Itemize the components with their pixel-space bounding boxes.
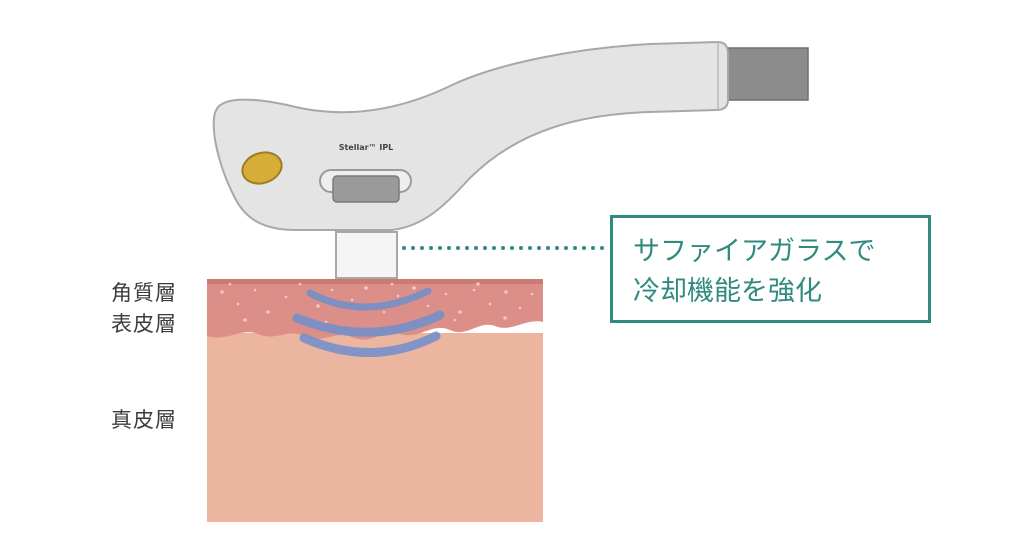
cable-plug xyxy=(727,47,809,101)
cell-dot xyxy=(396,294,400,298)
cell-dot xyxy=(503,316,507,320)
cell-dot xyxy=(220,290,224,294)
sapphire-glass-callout: サファイアガラスで 冷却機能を強化 xyxy=(610,215,931,323)
callout-line-2: 冷却機能を強化 xyxy=(633,276,822,307)
cell-dot xyxy=(476,282,480,286)
cell-dot xyxy=(284,295,288,299)
brand-label: Stellar™ IPL xyxy=(339,143,394,152)
cell-dot xyxy=(364,286,368,290)
sapphire-glass-tip xyxy=(335,231,398,279)
stratum-corneum-layer xyxy=(207,279,543,284)
cell-dot xyxy=(472,288,476,292)
wave-arc-3 xyxy=(299,331,441,357)
dermis-label: 真皮層 xyxy=(111,408,177,432)
cell-dot xyxy=(350,298,354,302)
cell-dot xyxy=(453,318,457,322)
cell-dot xyxy=(488,302,492,306)
dermis-layer xyxy=(207,333,543,522)
wave-arc-2 xyxy=(292,310,445,337)
cell-dot xyxy=(412,286,416,290)
lamp-window xyxy=(332,175,400,203)
callout-line-1: サファイアガラスで xyxy=(633,236,876,267)
cell-dot xyxy=(458,310,462,314)
cell-dot xyxy=(266,310,270,314)
cell-dot xyxy=(504,290,508,294)
wave-arc-1 xyxy=(306,287,432,311)
cell-dot xyxy=(243,318,247,322)
handpiece-body xyxy=(212,40,729,231)
cell-dot xyxy=(298,282,302,286)
cell-dot xyxy=(236,302,240,306)
cell-dot xyxy=(228,282,232,286)
cell-dot xyxy=(382,310,386,314)
cell-dot xyxy=(444,292,448,296)
yellow-trigger-button xyxy=(241,151,283,185)
cell-dot xyxy=(390,282,394,286)
cell-dot xyxy=(518,306,522,310)
light-waves xyxy=(292,287,445,357)
cell-dot xyxy=(530,292,534,296)
cell-dot xyxy=(253,288,257,292)
cell-dot xyxy=(316,304,320,308)
epidermis-cell-dots xyxy=(220,282,534,324)
cell-dot xyxy=(426,304,430,308)
stratum-corneum-label: 角質層 xyxy=(111,281,177,305)
cell-dot xyxy=(330,288,334,292)
epidermis-label: 表皮層 xyxy=(111,312,177,336)
cell-dot xyxy=(324,320,328,324)
